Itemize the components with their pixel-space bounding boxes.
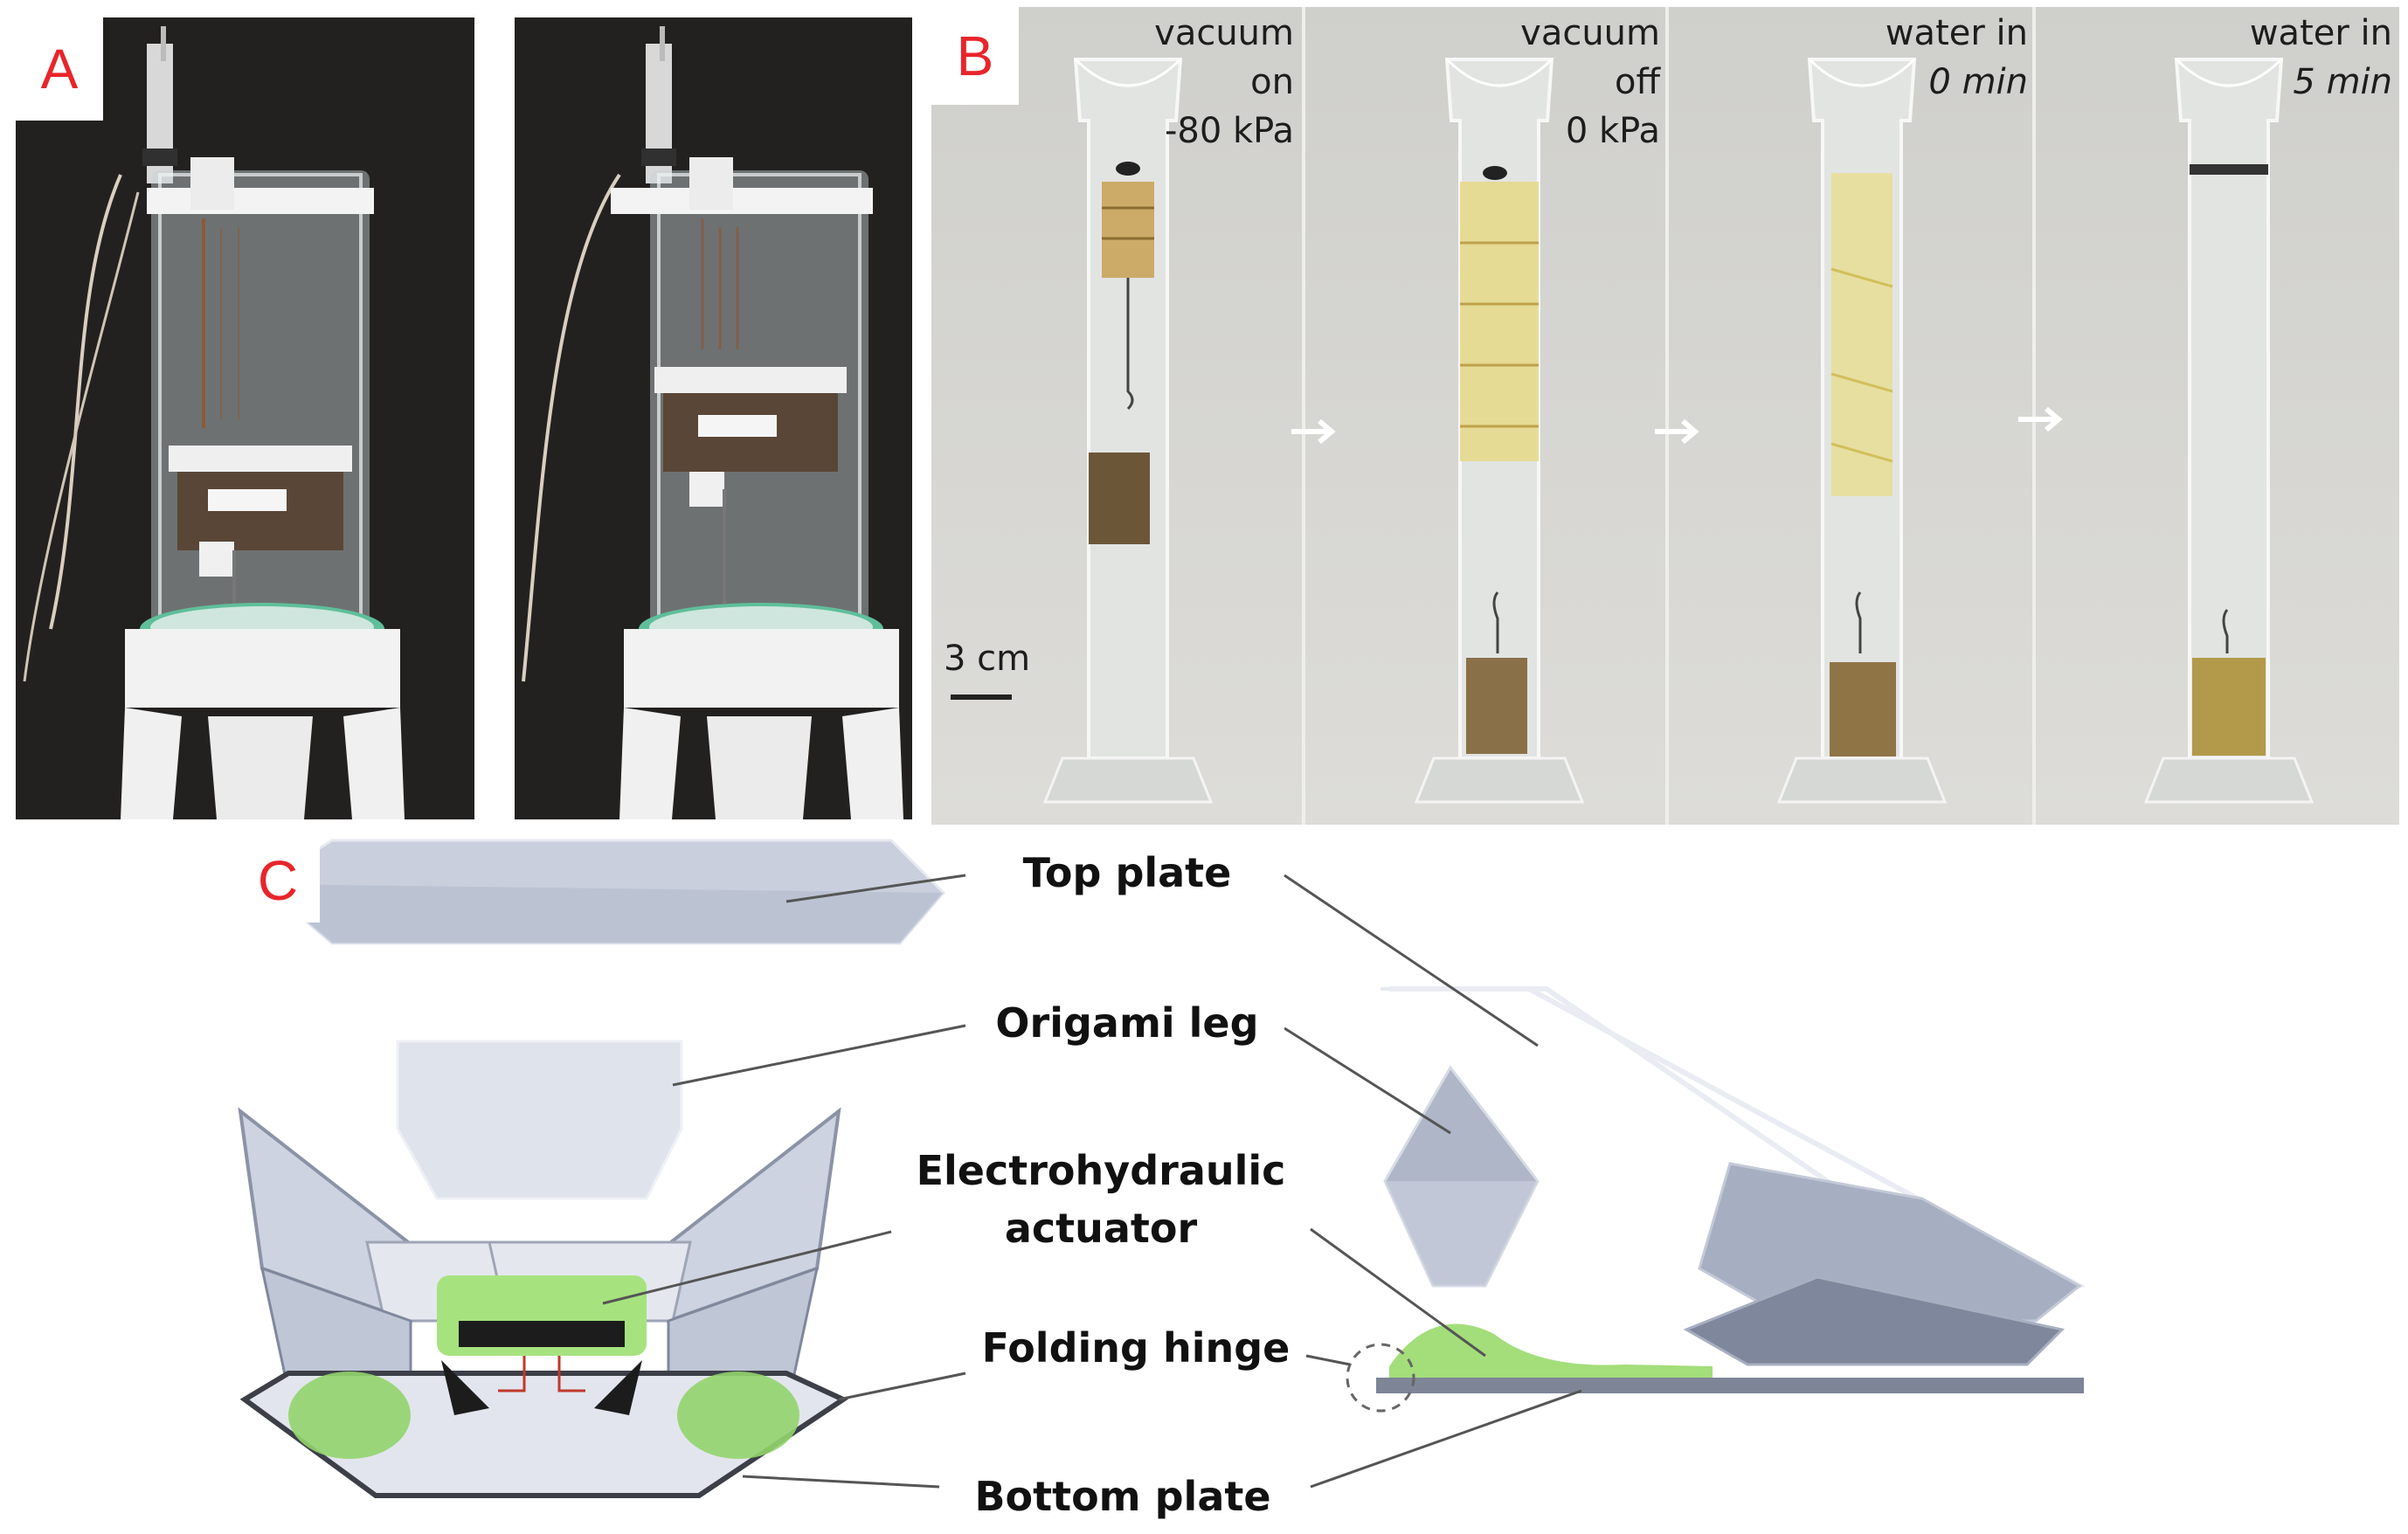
origami-leg-shape bbox=[396, 1040, 683, 1200]
panel-b-photo-strip bbox=[931, 7, 2399, 825]
label-origami-leg: Origami leg bbox=[970, 994, 1284, 1052]
tube-frame-3 bbox=[1776, 58, 1948, 804]
tube-frame-2 bbox=[1414, 58, 1585, 804]
label-top-plate: Top plate bbox=[979, 844, 1276, 902]
frame-2-caption: vacuum off 0 kPa bbox=[1520, 13, 1660, 151]
scale-bar-label: 3 cm bbox=[944, 639, 1031, 679]
label-folding-hinge: Folding hinge bbox=[970, 1319, 1302, 1377]
panel-c-diagram bbox=[238, 839, 2086, 1498]
folding-hinge-circle bbox=[1346, 1343, 1415, 1413]
panel-a: A bbox=[16, 17, 912, 819]
label-actuator-line2: actuator bbox=[1004, 1205, 1198, 1252]
frame-4-caption: water in 5 min bbox=[2249, 13, 2392, 102]
panel-c-letter: C bbox=[236, 839, 320, 922]
panel-a-letter: A bbox=[16, 17, 103, 121]
tube-frame-4 bbox=[2143, 58, 2315, 804]
label-actuator-line1: Electrohydraulic bbox=[916, 1147, 1286, 1194]
bottom-plate-side bbox=[1376, 1378, 2084, 1393]
frame-3-caption: water in 0 min bbox=[1885, 13, 2028, 102]
label-electrohydraulic-actuator: Electrohydraulic actuator bbox=[900, 1142, 1302, 1257]
panel-b: vacuum on -80 kPa vacuum off 0 kPa water… bbox=[931, 7, 2399, 825]
tube-frame-1 bbox=[951, 58, 1214, 804]
label-bottom-plate: Bottom plate bbox=[944, 1468, 1302, 1525]
panel-b-letter: B bbox=[931, 7, 1019, 105]
panel-a-photo-left bbox=[16, 17, 474, 819]
panel-a-photo-right bbox=[515, 17, 912, 819]
panel-c: Top plate Origami leg Electrohydraulic a… bbox=[0, 832, 2408, 1534]
frame-1-caption: vacuum on -80 kPa bbox=[1154, 13, 1294, 151]
